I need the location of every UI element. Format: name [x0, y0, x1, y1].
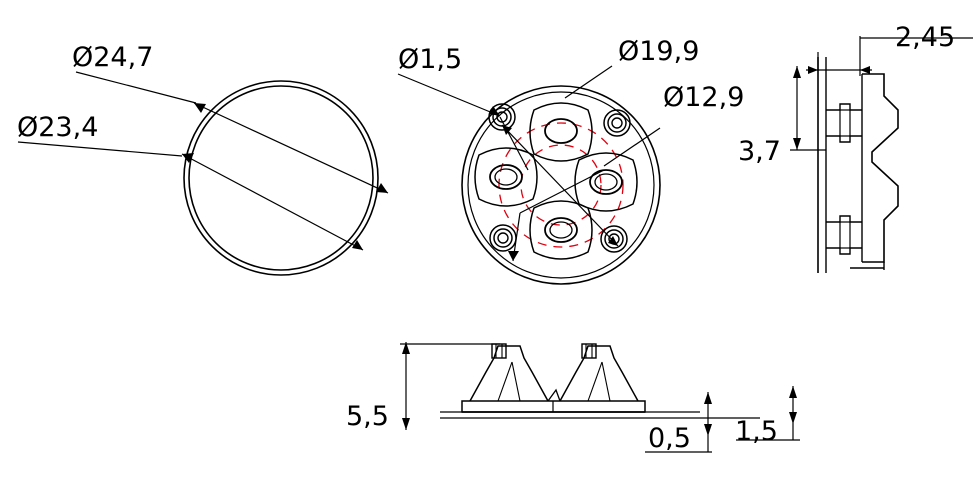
screw-boss-top-left	[488, 103, 516, 131]
label-d199: Ø19,9	[618, 36, 699, 67]
bottom-view: Ø1,5 Ø19,9 Ø12,9	[397, 36, 744, 285]
label-d15: Ø1,5	[398, 44, 462, 75]
section-elevation-view: 5,5 0,5 1,5	[346, 342, 800, 454]
arrow-15v-top	[789, 386, 797, 398]
arrow-05-top	[704, 392, 712, 404]
outer-circle	[183, 80, 379, 276]
leader-199	[564, 65, 613, 99]
dome-valley	[547, 388, 561, 402]
arrow-55-top	[402, 342, 410, 354]
arrow-245-right	[860, 66, 870, 74]
arrow-129	[508, 251, 519, 261]
dim-line-199	[501, 124, 619, 247]
profile-bottom-boss-bottom	[826, 247, 862, 255]
inner-circle	[188, 85, 374, 271]
bolt-circle-129	[520, 144, 602, 226]
dome-pad-right	[574, 152, 638, 212]
post-right	[581, 343, 597, 359]
arrow-247-start	[194, 103, 206, 113]
dome-left-rib	[497, 361, 513, 402]
leader-247	[75, 71, 197, 104]
diameter-line-247	[193, 102, 389, 194]
dim-line-129	[519, 169, 605, 214]
arrow-199-start	[502, 125, 512, 135]
arrow-37-top	[793, 66, 801, 78]
arrow-247-end	[376, 183, 388, 193]
arrow-05-bottom	[704, 424, 712, 436]
label-d129: Ø12,9	[663, 82, 744, 113]
dome-pad-left	[474, 147, 538, 207]
label-15v: 1,5	[735, 416, 778, 447]
leader-129	[603, 127, 661, 167]
side-profile-view: 2,45 3,7	[738, 22, 973, 273]
dome-pad-top	[529, 102, 593, 162]
dome-pad-bottom	[529, 200, 593, 260]
leader-234	[17, 141, 183, 157]
arrow-234-start	[182, 153, 194, 163]
body-inner-circle	[467, 91, 655, 279]
profile-top-boss-body	[839, 109, 851, 137]
label-55: 5,5	[346, 401, 389, 432]
screw-boss-top-right	[603, 109, 631, 137]
arrow-245-left	[808, 66, 818, 74]
arrow-15	[489, 106, 500, 116]
arrow-199-end	[608, 236, 618, 246]
screw-boss-bottom-left	[489, 224, 517, 252]
profile-bottom-boss	[826, 215, 862, 223]
dome-left-rib2	[511, 361, 521, 402]
profile-top-boss-bottom	[826, 135, 862, 143]
dome-right-rib	[587, 361, 603, 402]
arrow-234-end	[352, 240, 363, 250]
label-245: 2,45	[895, 22, 955, 53]
dome-right	[559, 345, 639, 402]
bolt-circle-199	[498, 122, 624, 248]
leader-15	[397, 73, 501, 117]
label-05: 0,5	[648, 423, 691, 454]
profile-bottom-boss-body	[839, 221, 851, 249]
dome-right-rib2	[601, 361, 611, 402]
arrow-37-bottom	[793, 138, 801, 150]
body-outer-circle	[461, 85, 661, 285]
diameter-line-234	[181, 153, 364, 251]
front-circular-view: Ø24,7 Ø23,4	[17, 42, 389, 276]
label-d234: Ø23,4	[17, 112, 98, 143]
arrow-15v-bottom	[789, 412, 797, 424]
profile-top-boss	[826, 103, 862, 111]
arrow-55-bottom	[402, 418, 410, 430]
label-d247: Ø24,7	[72, 42, 153, 73]
leader-15-ext	[499, 116, 529, 171]
profile-silhouette	[862, 73, 899, 263]
dome-left	[469, 345, 549, 402]
label-37: 3,7	[738, 136, 781, 167]
